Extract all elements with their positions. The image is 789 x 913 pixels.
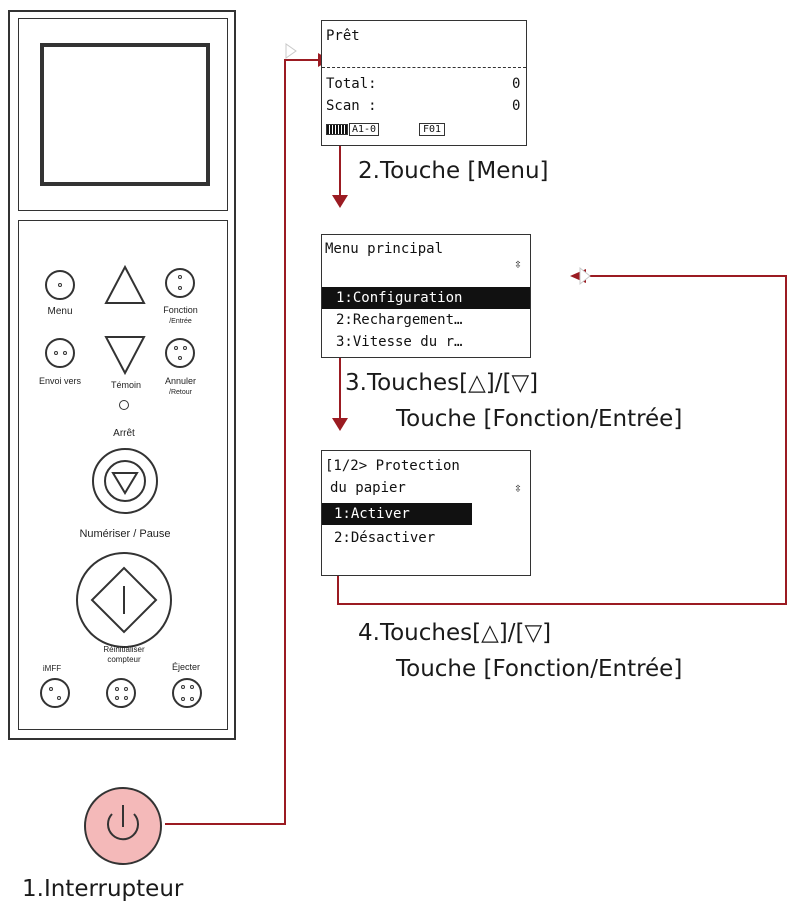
arrow-head-down-1 (332, 195, 348, 208)
panel-display-frame (18, 18, 228, 211)
protection-item-desactiver[interactable]: 2:Désactiver (334, 530, 436, 546)
battery-icon (326, 124, 348, 135)
panel-buttons-frame (18, 220, 228, 730)
ejecter-label: Éjecter (171, 662, 200, 672)
arrow-head-down-2 (332, 418, 348, 431)
numeriser-label: Numériser / Pause (79, 528, 171, 540)
protection-return-line (337, 275, 787, 605)
lcd-protection-title1: [1/2> Protection (325, 458, 460, 474)
reinit-label-line2: compteur (107, 655, 141, 664)
menu-item-vitesse[interactable]: 3:Vitesse du r… (336, 334, 463, 350)
reinit-compteur-button[interactable] (106, 678, 136, 708)
lcd-profile-badge: A1-0 (349, 123, 380, 136)
fonction-button-label: Fonction (163, 305, 198, 315)
lcd-total-label: Total: (326, 76, 377, 92)
panel-lcd-screen (40, 43, 210, 186)
lcd-main-menu: Menu principal ⇳ 1:Configuration 2:Recha… (321, 234, 531, 358)
arret-label: Arrêt (113, 428, 135, 439)
scroll-updown-icon: ⇳ (514, 481, 522, 496)
lcd-scan-value: 0 (512, 98, 521, 114)
step3-caption-line2: Touche [Fonction/Entrée] (396, 406, 683, 432)
menu-button[interactable] (45, 270, 75, 300)
lcd-menu-title: Menu principal (325, 241, 444, 257)
up-triangle-button[interactable] (103, 264, 147, 306)
ionoff-label: iMFF (42, 664, 62, 673)
lcd-ready-screen: Prêt Total: 0 Scan : 0 A1-0 F01 (321, 20, 527, 146)
down-triangle-button[interactable] (103, 334, 147, 376)
ionoff-button[interactable] (40, 678, 70, 708)
menu-item-rechargement[interactable]: 2:Rechargement… (336, 312, 463, 328)
power-to-ready-line (165, 59, 318, 825)
lcd-scan-label: Scan : (326, 98, 377, 114)
fonction-button-sublabel: /Entrée (169, 318, 192, 325)
annuler-button[interactable] (165, 338, 195, 368)
fonction-button[interactable] (165, 268, 195, 298)
step4-caption-line1: 4.Touches[△]/[▽] (358, 620, 552, 646)
envoi-vers-button[interactable] (45, 338, 75, 368)
lcd-divider (322, 67, 526, 68)
power-label: 1.Interrupteur (22, 876, 184, 902)
temoin-label: Témoin (110, 380, 141, 390)
step2-caption: 2.Touche [Menu] (358, 158, 549, 184)
envoi-vers-label: Envoi vers (38, 376, 82, 386)
lcd-ready-title: Prêt (326, 28, 360, 44)
ejecter-button[interactable] (172, 678, 202, 708)
lcd-protection-screen: [1/2> Protection du papier ⇳ 1:Activer 2… (321, 450, 531, 576)
protection-item-activer[interactable]: 1:Activer (334, 505, 410, 523)
lcd-total-value: 0 (512, 76, 521, 92)
lcd-function-badge: F01 (419, 123, 446, 136)
arret-button[interactable] (90, 446, 160, 516)
menu-item-configuration[interactable]: 1:Configuration (336, 289, 463, 307)
reinit-label-line1: Réinitialiser (103, 645, 145, 654)
numeriser-pause-button[interactable] (72, 548, 176, 652)
power-button[interactable] (82, 785, 164, 867)
menu-button-label: Menu (47, 306, 73, 317)
step3-caption-line1: 3.Touches[△]/[▽] (345, 370, 539, 396)
step4-caption-line2: Touche [Fonction/Entrée] (396, 656, 683, 682)
scroll-updown-icon: ⇳ (514, 257, 522, 272)
annuler-button-sublabel: /Retour (169, 389, 192, 396)
lcd-protection-title2: du papier (330, 480, 406, 496)
temoin-led (119, 400, 129, 410)
annuler-button-label: Annuler (164, 376, 197, 386)
